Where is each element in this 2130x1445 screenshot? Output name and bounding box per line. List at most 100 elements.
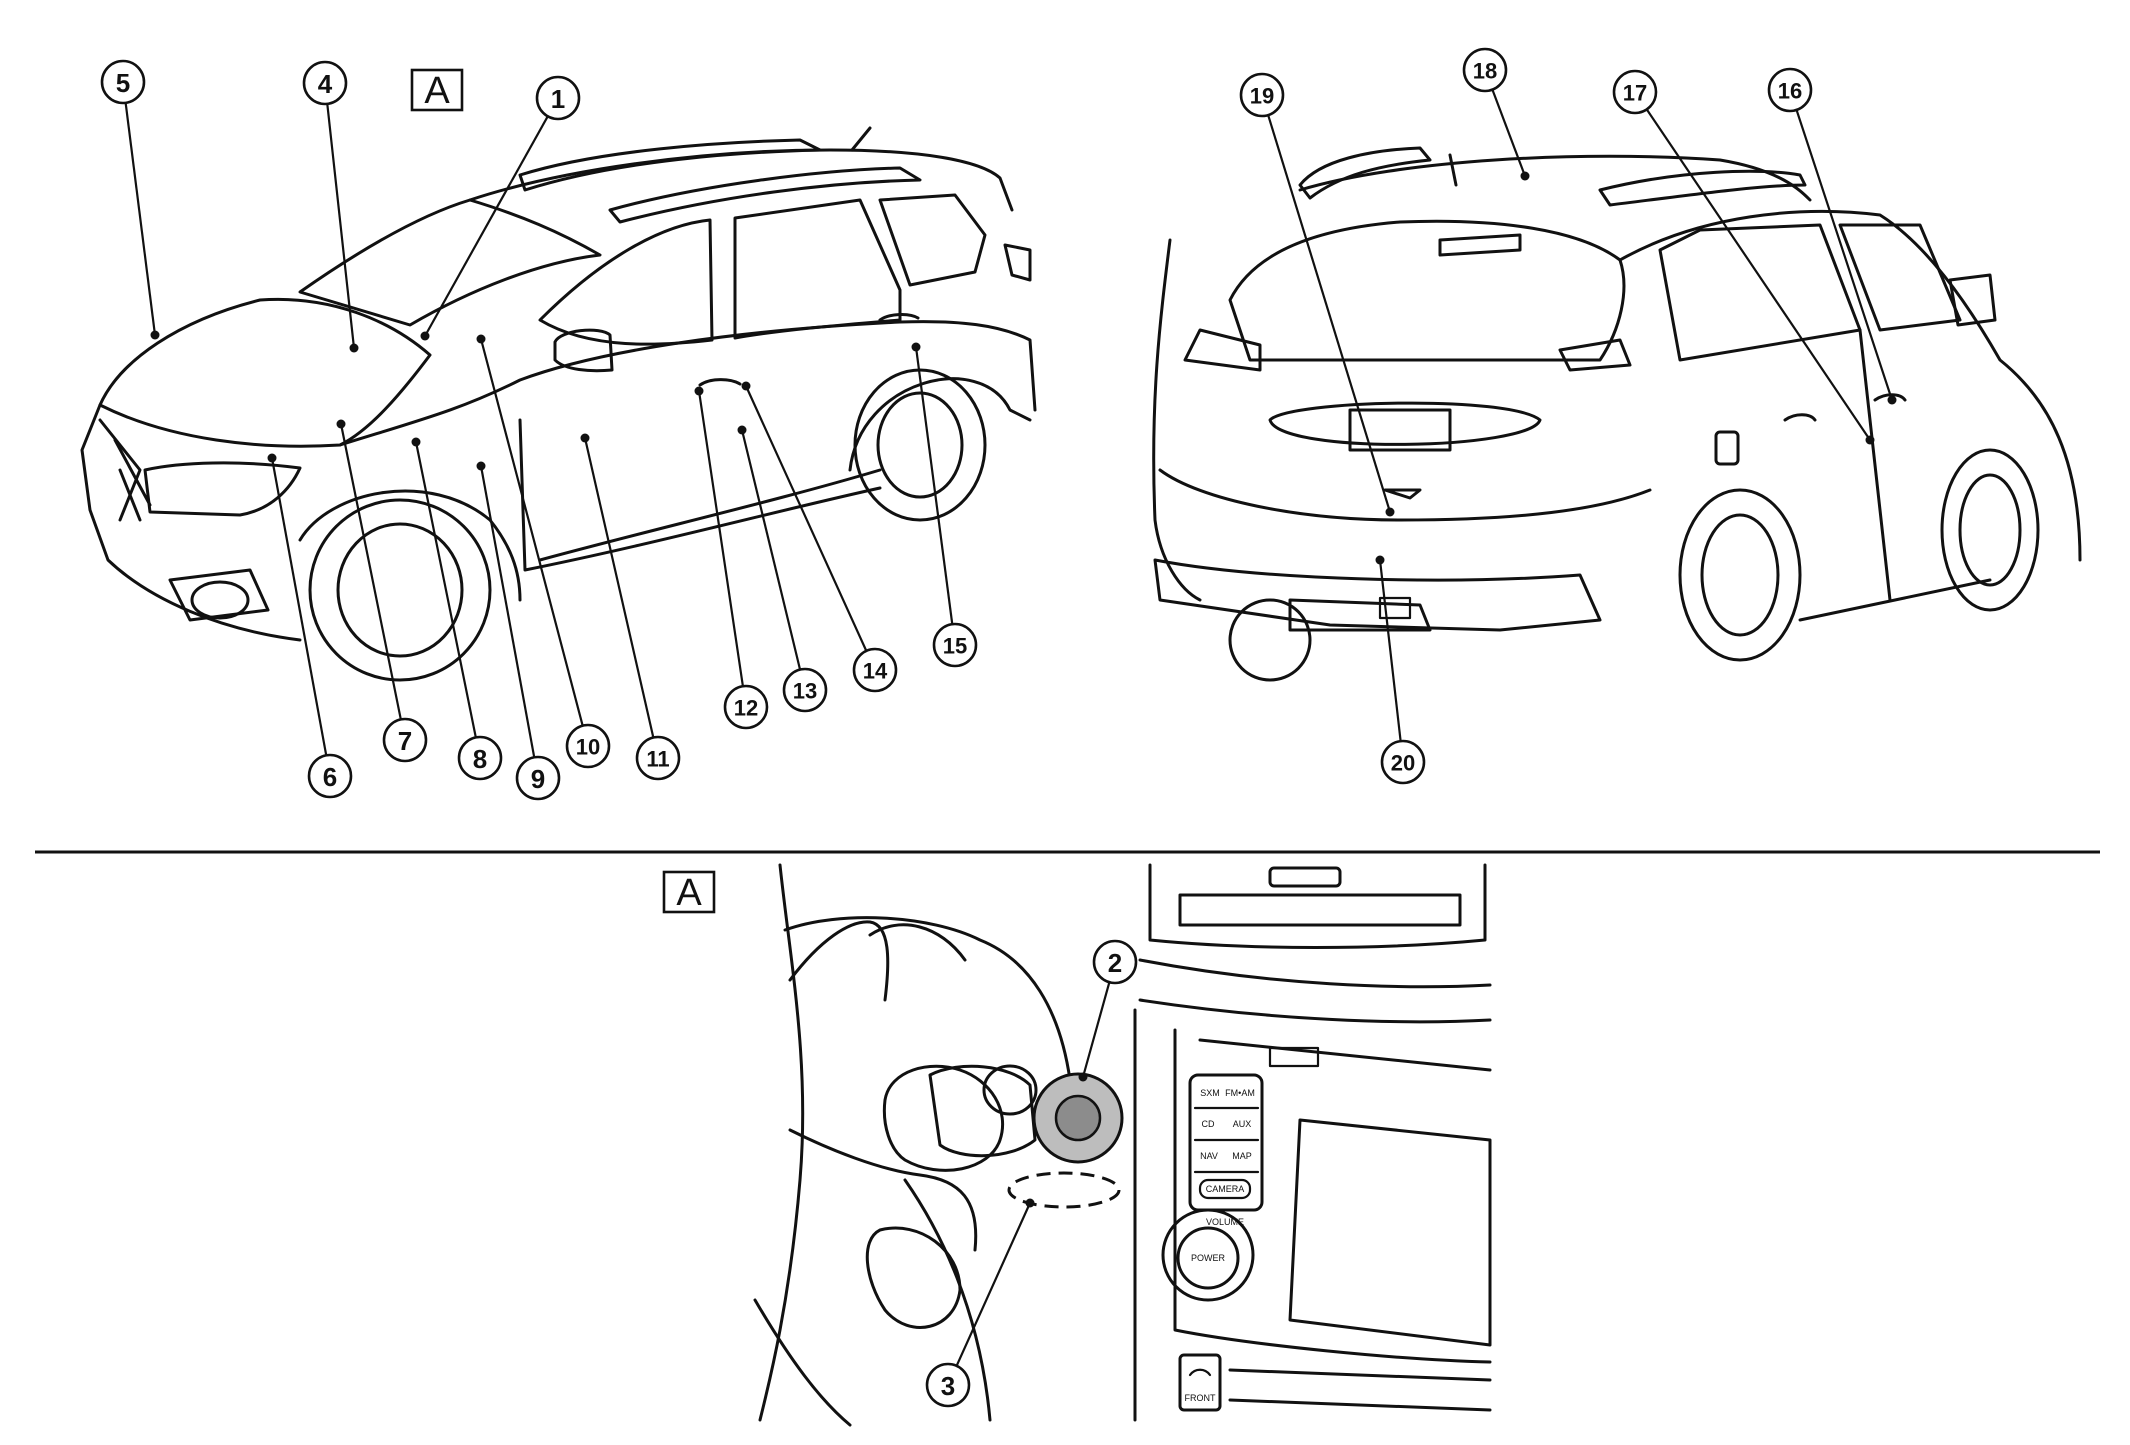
svg-text:A: A bbox=[424, 70, 450, 112]
callout-circle-13 bbox=[782, 667, 828, 713]
callout-target-15 bbox=[911, 342, 921, 352]
cd-button-label: CD bbox=[1202, 1119, 1215, 1129]
detail-label-a-top: A bbox=[410, 68, 464, 112]
callout-target-10 bbox=[476, 334, 486, 344]
callout-3: 3 bbox=[925, 1362, 971, 1408]
fm-am-button-label: FM•AM bbox=[1225, 1088, 1255, 1098]
callout-target-14 bbox=[741, 381, 751, 391]
callout-target-5 bbox=[150, 330, 160, 340]
callout-circle-11 bbox=[635, 735, 681, 781]
callout-14: 14 bbox=[852, 647, 898, 693]
callout-circle-19 bbox=[1239, 72, 1285, 118]
aux-button-label: AUX bbox=[1233, 1119, 1252, 1129]
detail-label-a-bottom: A bbox=[662, 870, 716, 914]
callout-target-16 bbox=[1887, 395, 1897, 405]
callout-leader-19 bbox=[1267, 114, 1392, 513]
callout-target-2 bbox=[1078, 1072, 1088, 1082]
callout-circle-16 bbox=[1767, 67, 1813, 113]
callout-number-17: 17 bbox=[1623, 81, 1647, 106]
callout-16: 16 bbox=[1767, 67, 1813, 113]
callout-circle-9 bbox=[515, 755, 561, 801]
callout-circle-1 bbox=[535, 75, 581, 121]
callout-target-8 bbox=[411, 437, 421, 447]
callout-number-5: 5 bbox=[116, 68, 130, 98]
callout-11: 11 bbox=[635, 735, 681, 781]
callout-leader-18 bbox=[1491, 89, 1527, 177]
callout-number-14: 14 bbox=[863, 659, 888, 684]
callout-9: 9 bbox=[515, 755, 561, 801]
callout-circle-8 bbox=[457, 735, 503, 781]
callout-circle-12 bbox=[723, 684, 769, 730]
callout-4: 4 bbox=[302, 60, 348, 106]
callout-number-7: 7 bbox=[398, 726, 412, 756]
callout-circle-18 bbox=[1462, 47, 1508, 93]
callout-circle-2 bbox=[1092, 939, 1138, 985]
front-three-quarter-vehicle bbox=[80, 126, 1037, 682]
callout-18: 18 bbox=[1462, 47, 1508, 93]
callout-6: 6 bbox=[307, 753, 353, 799]
callout-target-12 bbox=[694, 386, 704, 396]
callout-leader-15 bbox=[914, 346, 954, 625]
callout-leader-12 bbox=[697, 390, 744, 687]
callout-target-1 bbox=[420, 331, 430, 341]
callout-target-13 bbox=[737, 425, 747, 435]
callout-13: 13 bbox=[782, 667, 828, 713]
volume-label: VOLUME bbox=[1206, 1217, 1244, 1227]
callout-number-16: 16 bbox=[1778, 79, 1802, 104]
callout-20: 20 bbox=[1380, 739, 1426, 785]
callout-leader-10 bbox=[479, 338, 584, 726]
callout-target-11 bbox=[580, 433, 590, 443]
callout-target-3 bbox=[1025, 1198, 1035, 1208]
callout-number-18: 18 bbox=[1473, 59, 1497, 84]
callout-circle-20 bbox=[1380, 739, 1426, 785]
svg-text:A: A bbox=[676, 872, 702, 914]
callout-leader-6 bbox=[270, 457, 328, 756]
callout-target-18 bbox=[1520, 171, 1530, 181]
callout-leader-16 bbox=[1795, 109, 1894, 401]
callout-target-20 bbox=[1375, 555, 1385, 565]
callout-circle-15 bbox=[932, 622, 978, 668]
nav-button-label: NAV bbox=[1200, 1151, 1218, 1161]
callout-leader-4 bbox=[326, 103, 356, 349]
callout-number-15: 15 bbox=[943, 634, 967, 659]
callout-number-19: 19 bbox=[1250, 84, 1274, 109]
power-label: POWER bbox=[1191, 1253, 1226, 1263]
map-button-label: MAP bbox=[1232, 1151, 1252, 1161]
callout-circle-14 bbox=[852, 647, 898, 693]
callout-circle-6 bbox=[307, 753, 353, 799]
callout-2: 2 bbox=[1092, 939, 1138, 985]
callout-leaders bbox=[124, 89, 1897, 1367]
callout-target-9 bbox=[476, 461, 486, 471]
callout-target-6 bbox=[267, 453, 277, 463]
callout-leader-11 bbox=[583, 437, 655, 738]
callout-7: 7 bbox=[382, 717, 428, 763]
callout-circle-10 bbox=[565, 723, 611, 769]
callout-number-11: 11 bbox=[646, 747, 669, 772]
callout-circle-3 bbox=[925, 1362, 971, 1408]
callout-number-1: 1 bbox=[551, 84, 565, 114]
callout-leader-3 bbox=[955, 1202, 1032, 1367]
callout-leader-2 bbox=[1081, 981, 1111, 1078]
callout-circle-4 bbox=[302, 60, 348, 106]
interior-detail-view: SXM FM•AM CD AUX NAV MAP CAMERA VOLUME P… bbox=[753, 863, 1492, 1427]
callout-leader-8 bbox=[414, 441, 477, 738]
callout-circle-5 bbox=[100, 59, 146, 105]
callout-17: 17 bbox=[1612, 69, 1658, 115]
callout-leader-9 bbox=[479, 465, 536, 758]
callout-number-10: 10 bbox=[576, 735, 600, 760]
callout-leader-7 bbox=[339, 423, 402, 720]
callout-circle-17 bbox=[1612, 69, 1658, 115]
callout-number-12: 12 bbox=[734, 696, 758, 721]
callout-leader-1 bbox=[424, 115, 549, 337]
camera-button-label: CAMERA bbox=[1206, 1184, 1245, 1194]
sxm-button-label: SXM bbox=[1200, 1088, 1220, 1098]
callout-leader-13 bbox=[740, 429, 802, 670]
callout-target-17 bbox=[1865, 435, 1875, 445]
callout-number-4: 4 bbox=[318, 69, 333, 99]
callout-leader-20 bbox=[1378, 559, 1402, 742]
callout-number-3: 3 bbox=[941, 1371, 955, 1401]
callout-target-4 bbox=[349, 343, 359, 353]
rear-three-quarter-vehicle bbox=[1152, 146, 2082, 682]
